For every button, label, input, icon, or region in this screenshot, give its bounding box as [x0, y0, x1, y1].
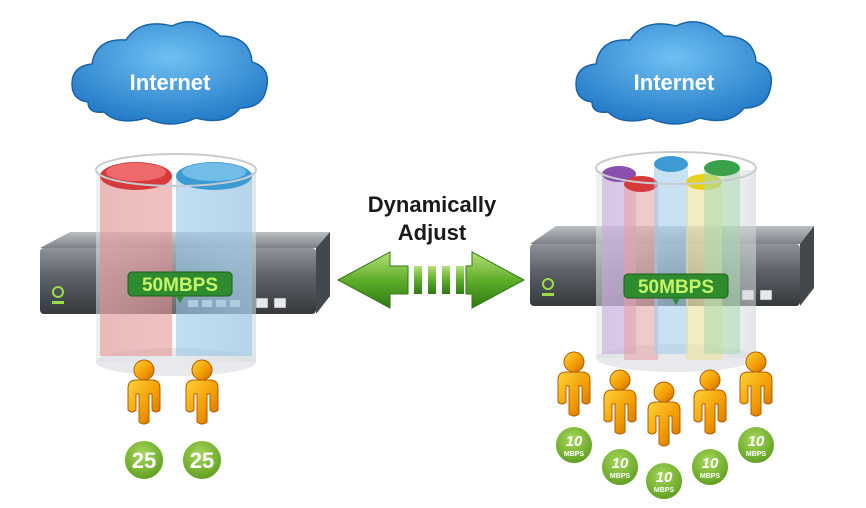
right-badge-3: 10 MBPS [644, 461, 684, 501]
right-badge-4-value: 10 [702, 455, 719, 472]
right-bandwidth-label: 50MBPS [623, 273, 729, 305]
left-badge-2: 25 [181, 439, 223, 481]
right-badge-3-unit: MBPS [654, 487, 675, 494]
right-badge-4-unit: MBPS [700, 473, 721, 480]
right-pipe-green [704, 168, 740, 354]
right-badge-1-value: 10 [566, 433, 583, 450]
center-adjust: Dynamically Adjust [336, 192, 526, 309]
user-icon [557, 351, 591, 417]
right-badge-2-value: 10 [612, 455, 629, 472]
right-bandwidth-cylinder [595, 151, 757, 372]
right-pipe-red [624, 184, 658, 360]
left-panel: Internet [40, 21, 330, 481]
right-badges: 10 MBPS 10 MBPS 10 MBPS 10 MBPS 10 M [554, 425, 776, 501]
left-badge-1-text: 25 [132, 448, 156, 473]
right-bandwidth-text: 50MBPS [638, 277, 714, 298]
right-badge-2: 10 MBPS [600, 447, 640, 487]
right-device-logo-icon [542, 278, 554, 290]
right-panel: Internet [530, 21, 814, 501]
right-badge-4: 10 MBPS [690, 447, 730, 487]
left-badge-2-text: 25 [190, 448, 214, 473]
right-pipe-blue [654, 164, 688, 354]
left-bandwidth-label: 50MBPS [127, 271, 233, 303]
right-badge-5-value: 10 [748, 433, 765, 450]
left-badges: 25 25 [123, 439, 223, 481]
left-bandwidth-text: 50MBPS [142, 275, 218, 296]
left-cloud-label: Internet [130, 70, 211, 95]
bidirectional-arrow-icon [336, 251, 526, 309]
center-line2: Adjust [398, 220, 467, 245]
left-bandwidth-cylinder [95, 153, 257, 376]
user-icon [693, 369, 727, 435]
left-device-logo-icon [52, 286, 64, 298]
user-icon [603, 369, 637, 435]
right-badge-5: 10 MBPS [736, 425, 776, 465]
user-icon [647, 381, 681, 447]
left-internet-cloud: Internet [71, 21, 269, 125]
right-badge-3-value: 10 [656, 469, 673, 486]
center-line1: Dynamically [368, 192, 497, 217]
right-badge-1: 10 MBPS [554, 425, 594, 465]
right-badge-1-unit: MBPS [564, 451, 585, 458]
left-badge-1: 25 [123, 439, 165, 481]
right-internet-cloud: Internet [575, 21, 773, 125]
right-badge-2-unit: MBPS [610, 473, 631, 480]
right-badge-5-unit: MBPS [746, 451, 767, 458]
right-cloud-label: Internet [634, 70, 715, 95]
left-pipe-red [100, 176, 172, 356]
left-pipe-blue [176, 176, 252, 356]
